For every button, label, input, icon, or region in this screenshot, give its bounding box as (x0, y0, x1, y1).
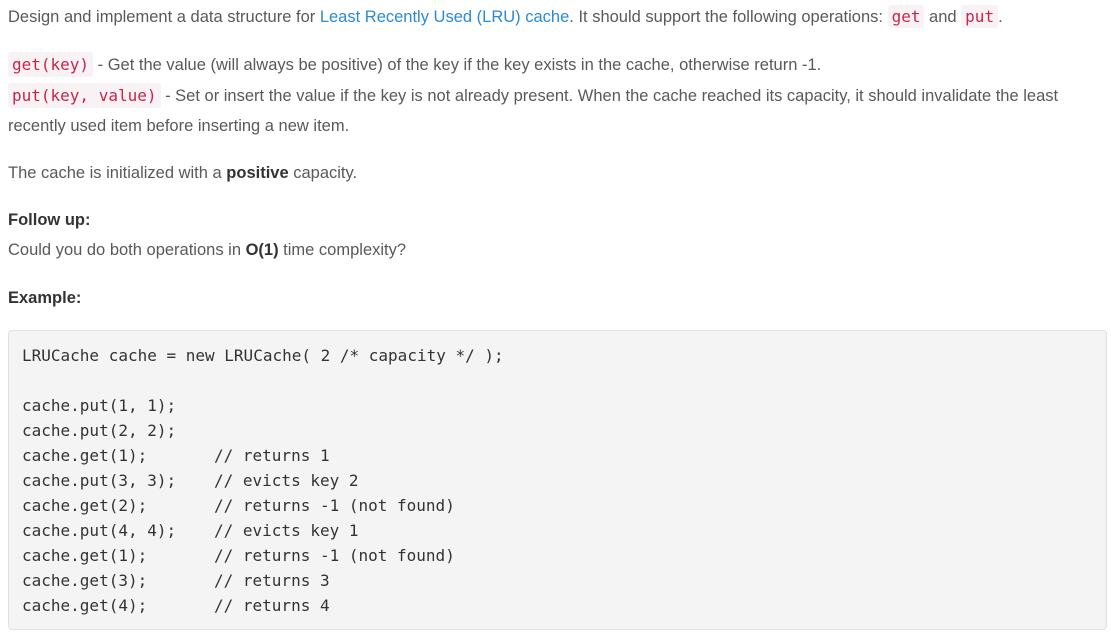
put-description-text: - Set or insert the value if the key is … (160, 87, 1059, 105)
example-code-block: LRUCache cache = new LRUCache( 2 /* capa… (8, 330, 1107, 630)
code-statement: cache.put(4, 4); (22, 521, 177, 540)
put-op-code: put (961, 5, 999, 28)
follow-up-heading: Follow up: (8, 211, 91, 229)
code-statement: cache.get(1); (22, 446, 148, 465)
code-line: cache.get(3); // returns 3 (22, 568, 1093, 593)
code-line: cache.get(4); // returns 4 (22, 593, 1093, 618)
code-comment: // returns 1 (214, 446, 330, 465)
code-comment: // evicts key 1 (214, 521, 359, 540)
code-line: cache.get(2); // returns -1 (not found) (22, 493, 1093, 518)
code-line: cache.put(2, 2); (22, 418, 1093, 443)
code-statement: cache.put(3, 3); (22, 471, 177, 490)
code-comment: // returns -1 (not found) (214, 546, 455, 565)
code-statement: cache.get(2); (22, 496, 148, 515)
init-text-end: capacity. (288, 164, 358, 182)
intro-and: and (924, 8, 962, 26)
code-statement: cache.get(1); (22, 546, 148, 565)
put-description-continuation: recently used item before inserting a ne… (8, 117, 350, 135)
code-line: cache.get(1); // returns -1 (not found) (22, 543, 1093, 568)
code-comment: // returns 3 (214, 571, 330, 590)
follow-up-paragraph: Could you do both operations in O(1) tim… (8, 235, 406, 266)
code-statement: cache.get(4); (22, 596, 148, 615)
code-line: cache.get(1); // returns 1 (22, 443, 1093, 468)
complexity-bold: O(1) (245, 241, 279, 259)
follow-up-text: Could you do both operations in (8, 241, 246, 259)
intro-text-2: . It should support the following operat… (569, 8, 888, 26)
code-comment: // evicts key 2 (214, 471, 359, 490)
constructor-line: LRUCache cache = new LRUCache( 2 /* capa… (22, 346, 504, 365)
code-comment: // returns 4 (214, 596, 330, 615)
get-signature-code: get(key) (8, 52, 94, 77)
code-line: cache.put(1, 1); (22, 393, 1093, 418)
intro-paragraph: Design and implement a data structure fo… (8, 1, 1003, 33)
get-op-code: get (887, 5, 925, 28)
init-paragraph: The cache is initialized with a positive… (8, 158, 357, 189)
code-statement: cache.put(2, 2); (22, 421, 177, 440)
blank-line (22, 368, 1093, 393)
intro-text: Design and implement a data structure fo… (8, 8, 320, 26)
code-statement: cache.put(1, 1); (22, 396, 177, 415)
get-description: get(key) - Get the value (will always be… (8, 49, 821, 81)
example-heading: Example: (8, 289, 82, 307)
put-signature-code: put(key, value) (8, 83, 161, 108)
put-description: put(key, value) - Set or insert the valu… (8, 80, 1058, 112)
get-description-text: - Get the value (will always be positive… (93, 56, 822, 74)
code-comment: // returns -1 (not found) (214, 496, 455, 515)
lru-cache-link[interactable]: Least Recently Used (LRU) cache (319, 8, 570, 26)
code-line: cache.put(3, 3); // evicts key 2 (22, 468, 1093, 493)
code-statement: cache.get(3); (22, 571, 148, 590)
positive-bold: positive (226, 164, 289, 182)
follow-up-text-end: time complexity? (278, 241, 407, 259)
code-line: cache.put(4, 4); // evicts key 1 (22, 518, 1093, 543)
intro-end: . (998, 8, 1003, 26)
init-text: The cache is initialized with a (8, 164, 227, 182)
